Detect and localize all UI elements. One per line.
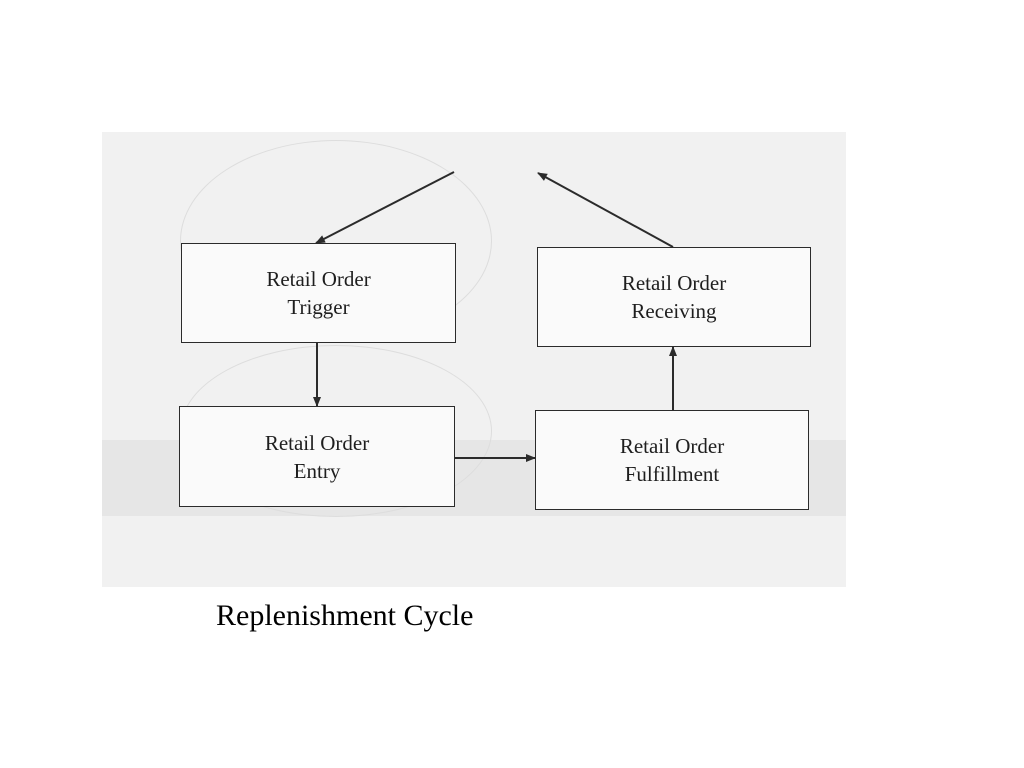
retail-order-entry-box: Retail Order Entry bbox=[179, 406, 455, 507]
retail-order-receiving-box: Retail Order Receiving bbox=[537, 247, 811, 347]
retail-order-entry-label: Retail Order Entry bbox=[264, 430, 370, 483]
retail-order-fulfillment-box: Retail Order Fulfillment bbox=[535, 410, 809, 510]
retail-order-trigger-box: Retail Order Trigger bbox=[181, 243, 456, 343]
arrow-to-trigger bbox=[315, 171, 455, 244]
retail-order-receiving-label: Retail Order Receiving bbox=[621, 271, 727, 323]
retail-order-fulfillment-label: Retail Order Fulfillment bbox=[619, 434, 725, 486]
figure-caption: Replenishment Cycle bbox=[216, 599, 474, 632]
arrow-from-receiving bbox=[537, 172, 674, 248]
retail-order-trigger-label: Retail Order Trigger bbox=[266, 267, 371, 319]
